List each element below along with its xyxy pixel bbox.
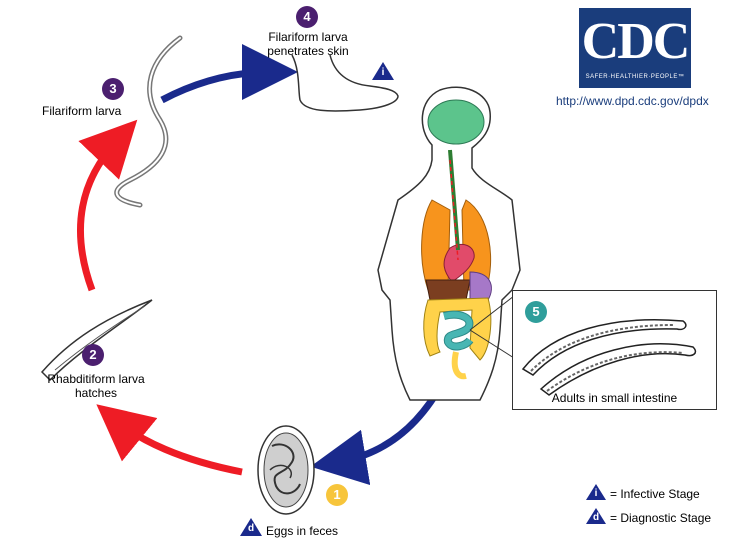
arrow-rhabditiform-to-filariform (76, 119, 138, 292)
arrow-filariform-to-skin (160, 44, 298, 104)
stage-2-label: Rhabditiform larva hatches (42, 372, 150, 400)
cdc-logo: CDC SAFER·HEALTHIER·PEOPLE™ (579, 8, 691, 88)
infective-triangle-icon (586, 484, 606, 500)
cdc-tagline: SAFER·HEALTHIER·PEOPLE™ (585, 74, 685, 80)
stage-5-badge: 5 (525, 301, 547, 323)
human-body-drawing (377, 86, 521, 401)
infective-marker-icon (372, 62, 394, 80)
diagnostic-triangle-icon (586, 508, 606, 524)
diagnostic-marker-icon (240, 518, 262, 536)
stage-4-label-line-1: Filariform larva (268, 30, 348, 44)
stage-2-label-line-2: hatches (74, 386, 118, 400)
stage-1-label: Eggs in feces (266, 524, 339, 538)
stage-4-label-line-2: penetrates skin (267, 44, 349, 58)
cdc-logo-text: CDC (581, 13, 691, 70)
stage-3-badge: 3 (102, 78, 124, 100)
arrow-egg-to-rhabditiform (96, 404, 243, 476)
legend-diagnostic-letter: d (592, 512, 600, 523)
legend-diagnostic-text: = Diagnostic Stage (610, 511, 712, 525)
rhabditiform-larva-drawing (40, 299, 153, 382)
foot-drawing (291, 54, 399, 112)
infective-marker-letter: i (381, 67, 385, 78)
stage-4-label: Filariform larva penetrates skin (262, 30, 354, 58)
stage-4-badge: 4 (296, 6, 318, 28)
adult-worms-drawing (521, 319, 697, 396)
stage-1-badge: 1 (326, 484, 348, 506)
stage-2-badge: 2 (82, 344, 104, 366)
diagnostic-marker-letter: d (247, 523, 255, 534)
adults-inset-box: 5 Adults in small intestine (512, 290, 717, 410)
legend-infective-letter: i (594, 488, 598, 499)
egg-drawing (257, 425, 315, 515)
cdc-url-link[interactable]: http://www.dpd.cdc.gov/dpdx (556, 94, 709, 108)
stage-5-label: Adults in small intestine (551, 391, 678, 405)
filariform-larva-drawing (114, 35, 183, 208)
stage-3-label: Filariform larva (42, 104, 122, 118)
stage-2-label-line-1: Rhabditiform larva (47, 372, 145, 386)
legend-infective-text: = Infective Stage (610, 487, 700, 501)
